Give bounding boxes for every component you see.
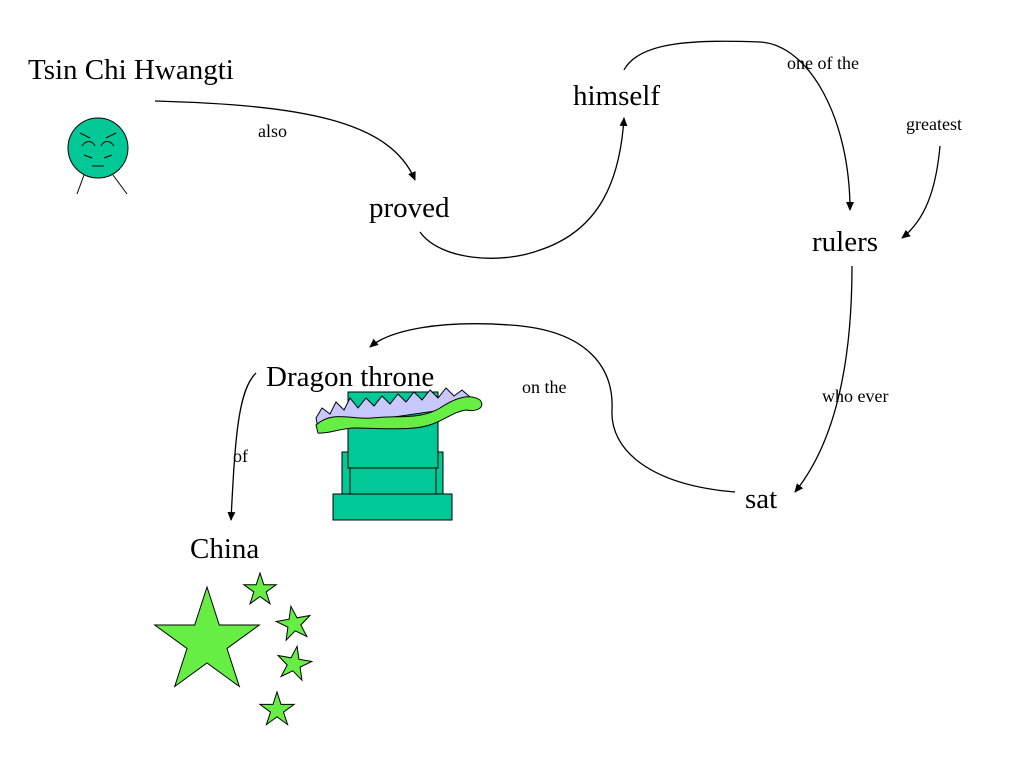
arrow-throne-to-china (227, 372, 257, 521)
edge-label-one-of-the: one of the (787, 53, 859, 73)
node-himself: himself (573, 80, 660, 112)
arrow-himself-to-rulers (623, 40, 854, 211)
edge-label-also: also (258, 121, 287, 141)
edge-label-on-the: on the (522, 377, 567, 397)
star-small-1 (242, 571, 278, 606)
arrow-sat-to-throne (369, 323, 736, 493)
dragon-throne-icon (315, 387, 483, 521)
arrow-rulers-to-sat (794, 265, 853, 493)
edge-label-of: of (233, 446, 248, 466)
node-tsin-chi-hwangti: Tsin Chi Hwangti (28, 54, 234, 86)
arrow-proved-to-himself (419, 117, 628, 259)
node-dragon-throne: Dragon throne (266, 361, 435, 393)
edge-label-greatest: greatest (906, 114, 962, 134)
node-sat: sat (745, 483, 778, 515)
node-proved: proved (369, 192, 450, 224)
emperor-face-icon (67, 117, 129, 195)
star-large (153, 585, 261, 688)
china-stars-icon (153, 571, 314, 726)
arrow-greatest-to-rulers (901, 145, 941, 239)
star-small-3 (276, 644, 314, 682)
star-small-2 (274, 604, 312, 642)
edge-label-who-ever: who ever (822, 386, 889, 406)
node-rulers: rulers (812, 226, 879, 258)
arrow-tsin-to-proved (154, 100, 416, 181)
node-china: China (190, 533, 260, 565)
star-small-4 (258, 690, 296, 726)
